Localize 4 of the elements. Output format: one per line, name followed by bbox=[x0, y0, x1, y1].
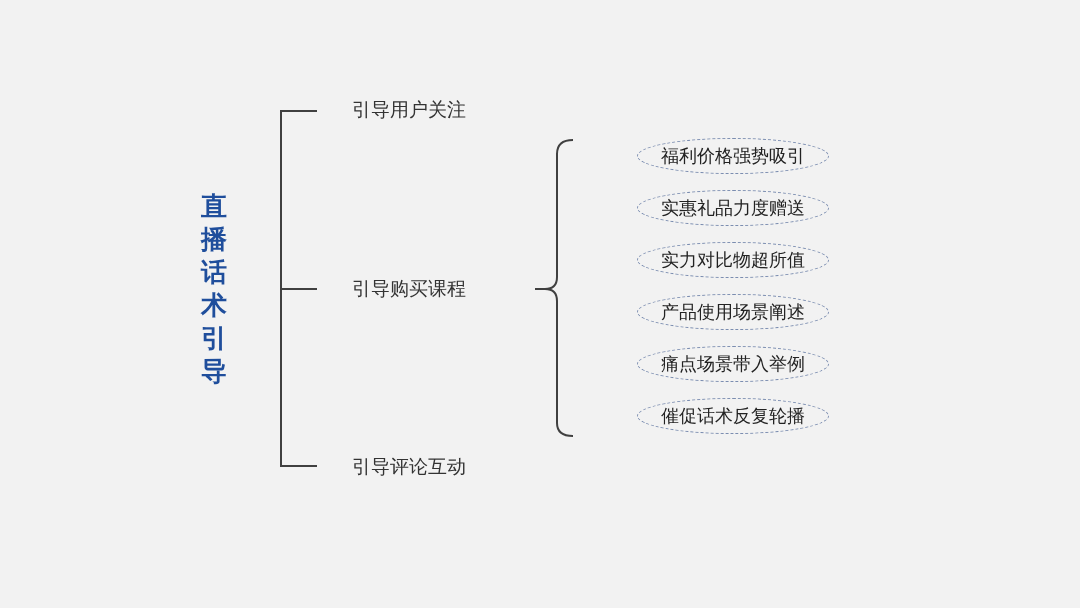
branch-text: 引导评论互动 bbox=[352, 453, 466, 479]
branch-text: 引导用户关注 bbox=[352, 96, 466, 122]
branch-text: 引导购买课程 bbox=[352, 275, 466, 301]
title-text: 直播话术引导 bbox=[197, 190, 231, 390]
